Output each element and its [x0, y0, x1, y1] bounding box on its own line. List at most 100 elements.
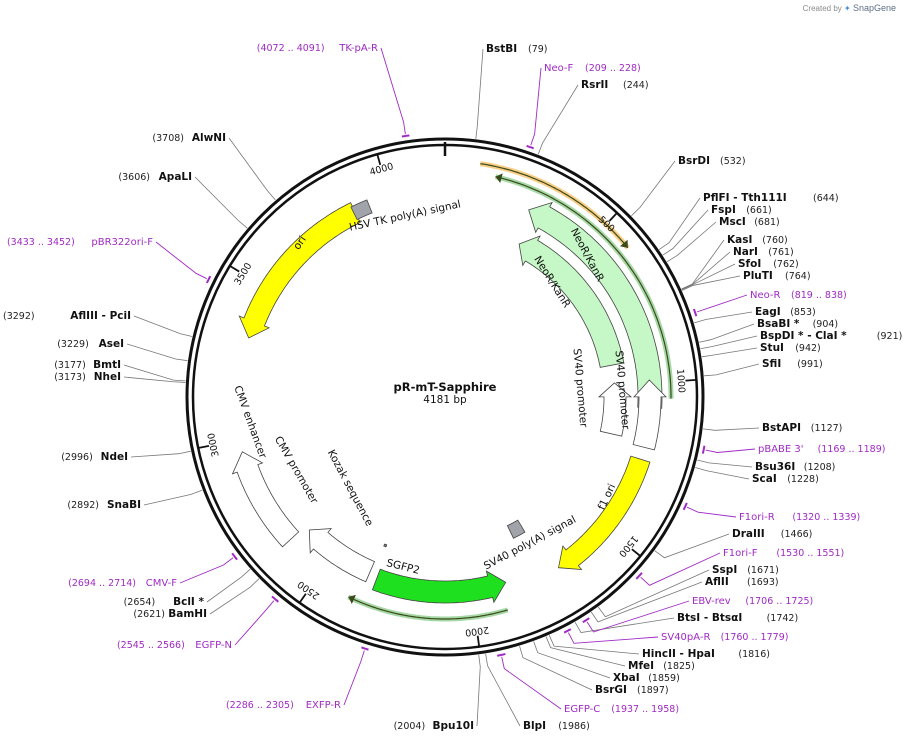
- cmv-enhancer-label: CMV enhancer: [231, 384, 269, 460]
- site-name: ScaI: [752, 473, 777, 485]
- site-position: (764): [785, 271, 811, 282]
- site-name: FspI: [711, 204, 736, 216]
- site-name: BstAPI: [762, 422, 801, 434]
- site-name: EagI: [755, 306, 781, 318]
- scale-tick: [608, 212, 618, 222]
- primer-marker: [271, 595, 279, 603]
- site-name: BsaBI *: [757, 318, 800, 330]
- hsv-tk-poly-a-signal-feature: [350, 199, 373, 221]
- site-position: (1816): [738, 649, 770, 660]
- site-name: BclI *: [173, 596, 204, 608]
- site-leader-line: [126, 343, 188, 362]
- site-leader-line: [694, 311, 753, 324]
- neor-kanr-feature: [518, 235, 625, 368]
- site-leader-line: [700, 335, 758, 350]
- site-name: PflFI - Tth111I: [703, 192, 787, 204]
- site-name: Bpu10I: [432, 720, 474, 732]
- site-leader-line: [658, 197, 701, 250]
- primer-range: (819 .. 838): [791, 290, 847, 301]
- primer-range: (2545 .. 2566): [117, 640, 185, 651]
- watermark-brand: SnapGene: [852, 3, 896, 13]
- site-name: NarI: [733, 246, 758, 258]
- strand-arrowhead: [620, 239, 628, 248]
- primer-marker: [635, 572, 643, 580]
- sv40-promoter-label: SV40 promoter: [571, 348, 590, 429]
- scale-tick-label: 4000: [368, 161, 394, 178]
- site-leader-line: [701, 347, 758, 358]
- primer-leader-line: [705, 448, 756, 453]
- site-name: AseI: [99, 338, 124, 350]
- site-name: AflIII - PciI: [70, 310, 131, 322]
- site-name: KasI: [727, 234, 752, 246]
- site-name: SfiI: [762, 358, 781, 370]
- site-name: BtsI - BtsαI: [677, 612, 742, 624]
- site-name: DraIII: [732, 528, 765, 540]
- site-leader-line: [681, 239, 725, 290]
- site-position: (921): [877, 331, 903, 342]
- primer-leader-line: [343, 650, 365, 706]
- primer-name: EXFP-R: [306, 700, 341, 711]
- primer-range: (3433 .. 3452): [7, 237, 75, 248]
- site-leader-line: [631, 160, 676, 217]
- site-leader-line: [130, 450, 191, 458]
- kozak-sequence-feature: [383, 543, 388, 548]
- site-name: Bsu36I: [755, 461, 795, 473]
- scale-tick: [198, 444, 210, 449]
- cmv-promoter-label: CMV promoter: [272, 434, 321, 506]
- site-name: BlpI: [523, 720, 546, 732]
- site-name: HincII - HpaI: [642, 648, 715, 660]
- site-leader-line: [548, 635, 640, 655]
- site-position: (1671): [747, 565, 779, 576]
- sv40-poly-a-signal-feature: [506, 519, 526, 539]
- site-leader-line: [681, 263, 736, 291]
- primer-name: TK-pA-R: [338, 43, 378, 54]
- strand-arrowhead: [495, 173, 503, 184]
- site-name: BsrDI: [678, 155, 710, 167]
- site-leader-line: [123, 376, 186, 383]
- primer-leader-line: [686, 506, 737, 518]
- scale-tick: [631, 548, 641, 557]
- scale-tick-label: 2500: [296, 578, 322, 601]
- site-position: (2996): [61, 452, 93, 463]
- site-position: (991): [797, 359, 823, 370]
- site-position: (1986): [558, 721, 590, 732]
- strand-line: [348, 596, 508, 620]
- site-name: PluTI: [743, 270, 773, 282]
- ori-feature: [238, 202, 361, 339]
- primer-marker: [361, 646, 369, 651]
- site-leader-line: [143, 489, 203, 506]
- scale-tick-label: 2000: [464, 624, 489, 638]
- primer-name: pBABE 3': [758, 444, 804, 455]
- primer-marker: [582, 617, 590, 624]
- primer-range: (2694 .. 2714): [68, 578, 136, 589]
- primer-range: (2286 .. 2305): [226, 700, 294, 711]
- primer-name: F1ori-F: [723, 548, 758, 559]
- primer-leader-line: [696, 294, 748, 313]
- site-position: (3229): [57, 339, 89, 350]
- primer-range: (4072 .. 4091): [257, 43, 325, 54]
- site-leader-line: [654, 533, 730, 559]
- site-position: (2654): [124, 597, 156, 608]
- scale-tick-label: 1500: [616, 533, 640, 559]
- site-position: (761): [768, 247, 794, 258]
- site-position: (3177): [54, 360, 86, 371]
- primer-range: (209 .. 228): [585, 63, 641, 74]
- label-leader-lines: [123, 47, 760, 727]
- primer-name: pBR322ori-F: [91, 237, 153, 248]
- site-position: (644): [813, 193, 839, 204]
- site-leader-line: [699, 323, 755, 343]
- site-name: AlwNI: [192, 132, 226, 144]
- site-name: BstBI: [486, 43, 517, 55]
- site-leader-line: [209, 578, 260, 615]
- primer-range: (1320 .. 1339): [792, 512, 860, 523]
- site-name: NheI: [94, 371, 121, 383]
- site-leader-line: [695, 467, 750, 480]
- site-leader-line: [475, 48, 484, 139]
- scale-tick: [685, 378, 697, 382]
- scale-tick: [476, 635, 481, 647]
- site-position: (1208): [804, 462, 836, 473]
- site-leader-line: [597, 569, 710, 618]
- site-leader-line: [519, 645, 593, 691]
- site-name: RsrII: [581, 79, 608, 91]
